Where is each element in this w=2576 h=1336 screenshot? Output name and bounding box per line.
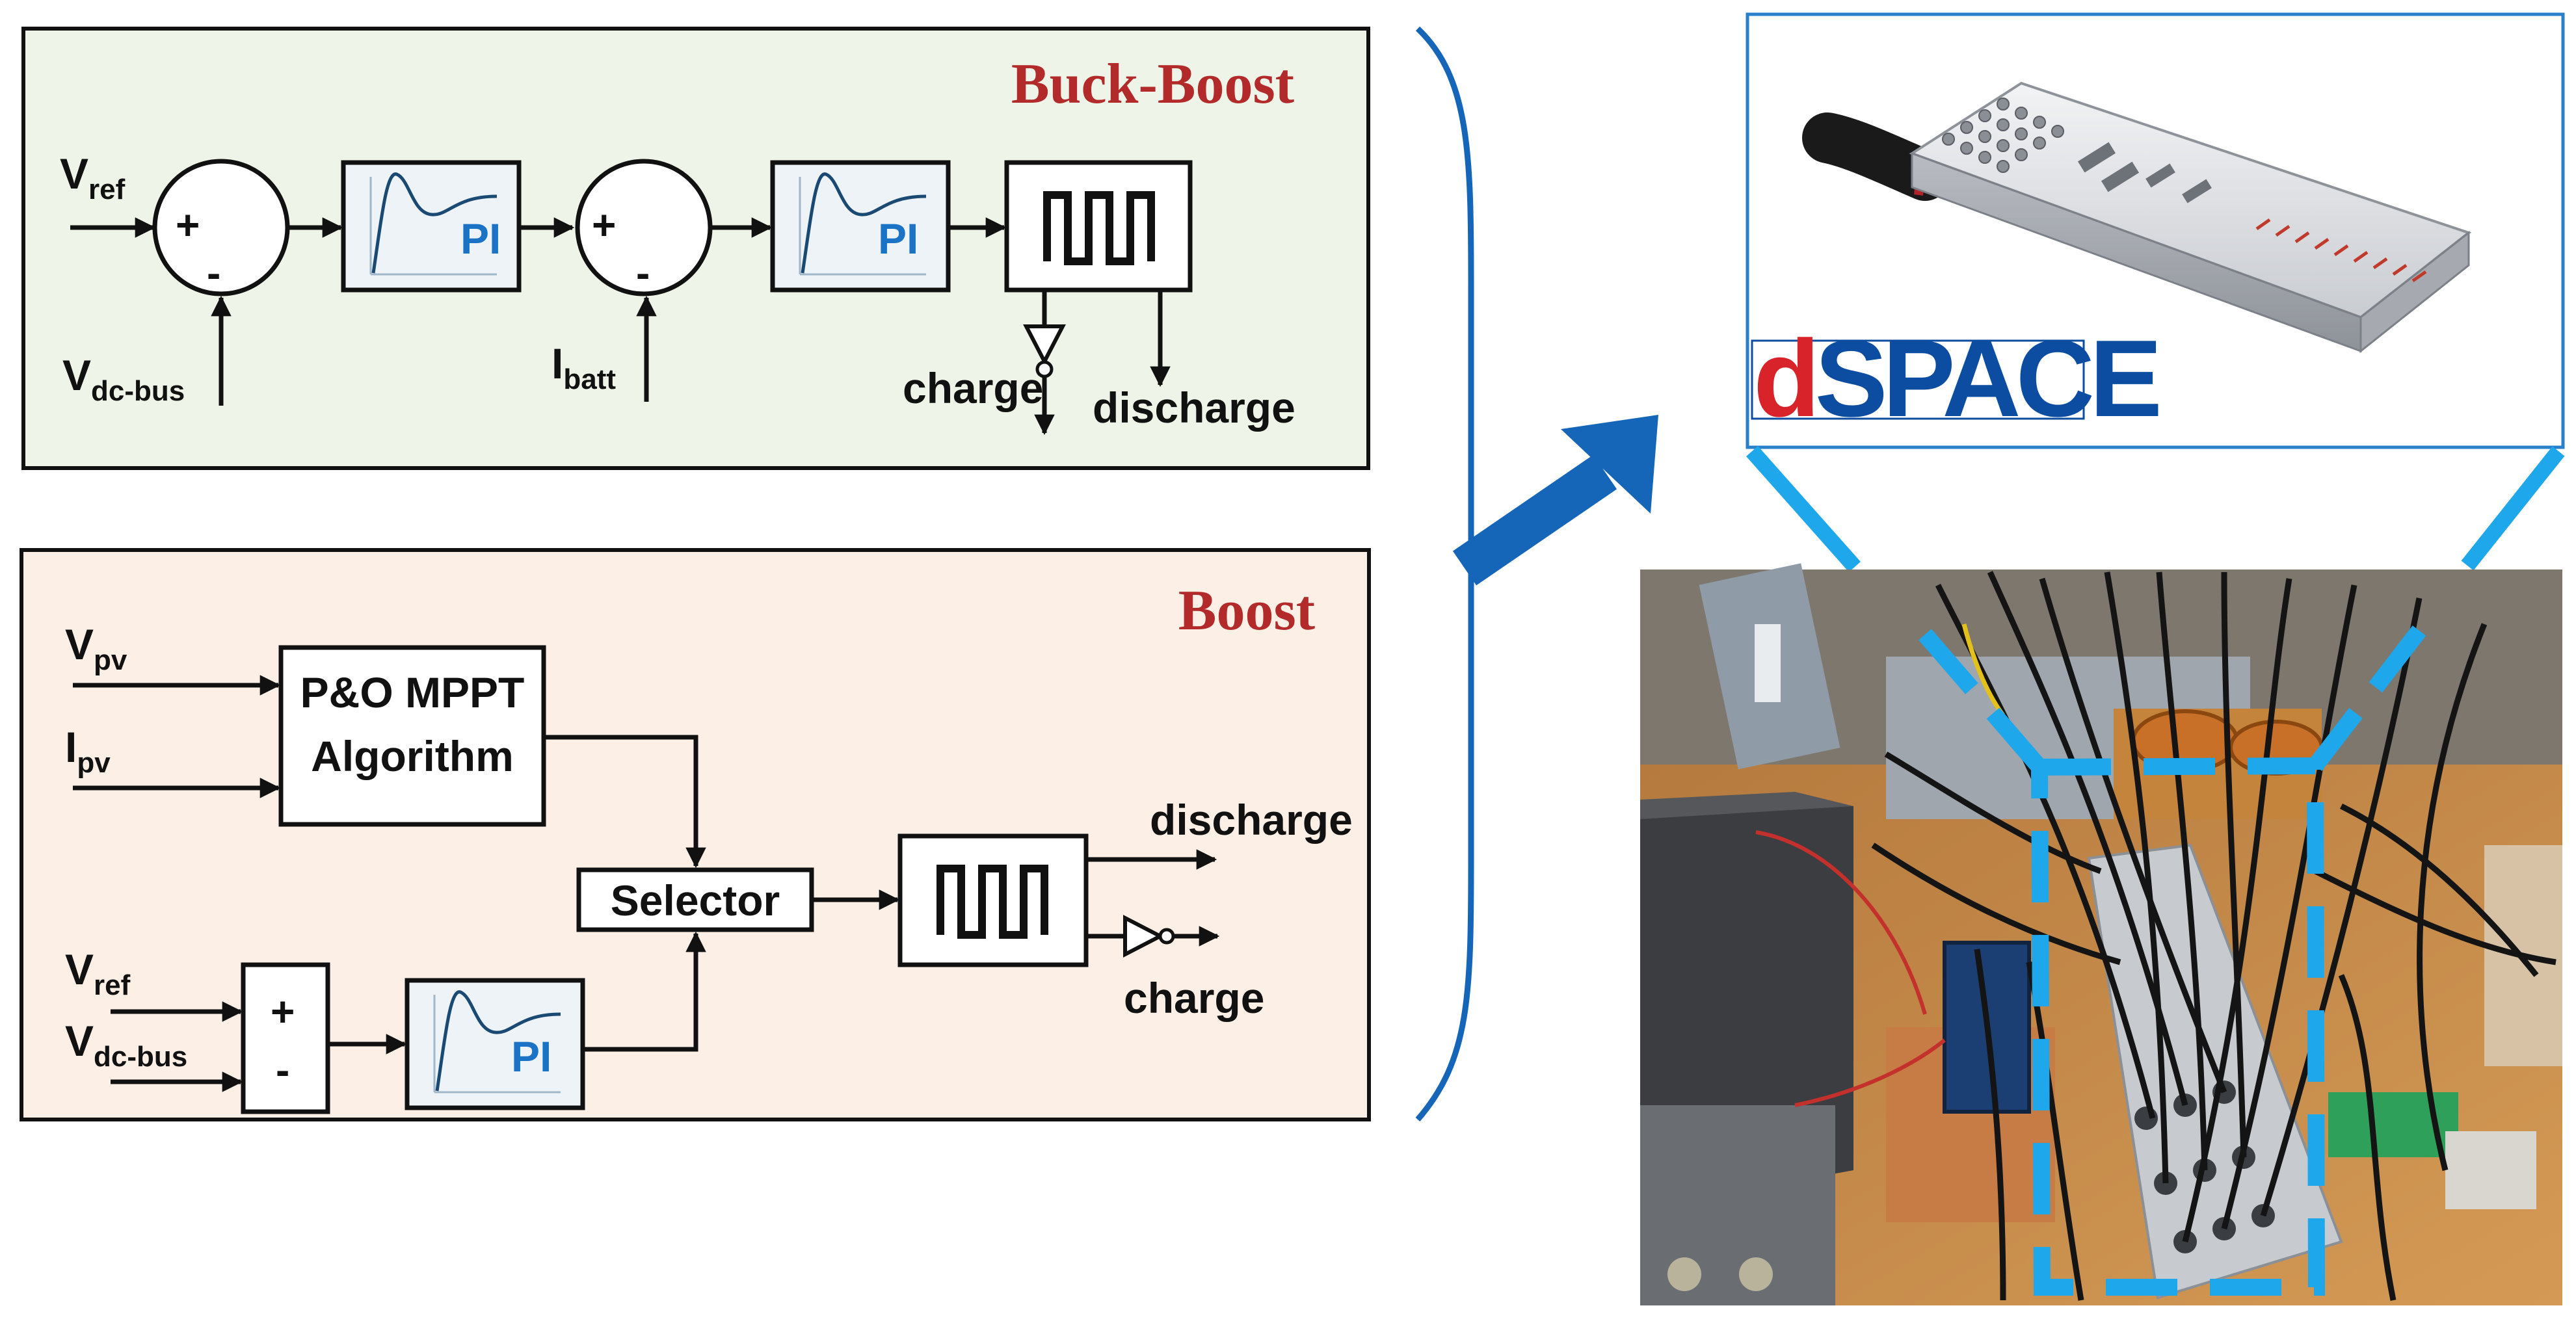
lab-setup-photo (1640, 563, 2562, 1305)
svg-text:dSPACE: dSPACE (1753, 317, 2158, 439)
bb-discharge-label: discharge (1093, 384, 1295, 432)
bb-pwm-block (1004, 160, 1193, 293)
bo-selector-block: Selector (576, 867, 814, 932)
bo-inverter (1123, 915, 1175, 958)
bo-discharge-label: discharge (1150, 796, 1353, 844)
bo-selector-label: Selector (611, 876, 780, 924)
dspace-logo: dSPACE (1751, 317, 2164, 439)
big-arrow-icon (1452, 415, 1658, 586)
bo-mppt-line1: P&O MPPT (300, 668, 525, 716)
bb-pi2-label: PI (878, 215, 918, 263)
bb-sum2-minus: - (636, 250, 650, 296)
buck-boost-title: Buck-Boost (1011, 53, 1294, 116)
boost-title: Boost (1178, 579, 1315, 642)
bo-charge-label: charge (1124, 974, 1264, 1022)
curly-brace (1415, 26, 1474, 1121)
bb-sum1-minus: - (207, 250, 220, 296)
bo-pwm-block (897, 833, 1089, 967)
bb-sum-junction-1 (152, 159, 290, 296)
bb-ibatt-label: Ibatt (551, 339, 616, 395)
buck-boost-panel: Buck-Boost Vref + - Vdc-bus PI + - Ibatt (21, 27, 1370, 470)
zoom-line-left (1746, 446, 1861, 572)
bb-sum1-plus: + (176, 202, 200, 248)
step-response-icon (435, 990, 561, 1092)
bo-pi-controller: PI (405, 978, 585, 1110)
bo-vdc-label: Vdc-bus (65, 1017, 187, 1073)
step-response-icon (801, 172, 927, 274)
dspace-logo-d: d (1753, 317, 1815, 439)
dspace-device-image: dSPACE (1746, 12, 2565, 449)
bo-summer-plus: + (271, 988, 295, 1035)
dspace-io-panel-icon (1909, 81, 2472, 354)
dspace-logo-space: SPACE (1815, 317, 2158, 439)
bo-wire-mppt-selector (544, 735, 706, 869)
pwm-square-wave-icon (936, 865, 1048, 939)
bo-summer-minus: - (276, 1047, 289, 1094)
bb-pi-controller-1: PI (341, 160, 522, 293)
bo-wire-pi-selector (583, 931, 706, 1052)
bb-pi1-label: PI (460, 215, 501, 263)
bo-mppt-line2: Algorithm (311, 732, 514, 780)
bb-vref-label: Vref (60, 150, 126, 205)
bo-ipv-label: Ipv (65, 723, 111, 779)
bb-vdc-label: Vdc-bus (62, 351, 185, 407)
pwm-square-wave-icon (1043, 191, 1155, 265)
bo-summer-block: + - (241, 962, 330, 1114)
dspace-highlight-box (2030, 757, 2326, 1296)
bb-sum2-plus: + (592, 202, 616, 248)
bo-vpv-label: Vpv (65, 620, 127, 676)
bb-charge-label: charge (903, 364, 1043, 412)
zoom-line-right (2461, 446, 2565, 571)
bo-mppt-block: P&O MPPT Algorithm (278, 645, 546, 827)
boost-panel: Boost Vpv Ipv P&O MPPT Algorithm Selecto… (20, 548, 1371, 1121)
step-response-icon (371, 172, 498, 274)
bo-vref-label: Vref (65, 945, 131, 1001)
bb-pi-controller-2: PI (770, 160, 951, 293)
bb-inverter (1023, 324, 1066, 378)
bo-pi-label: PI (511, 1032, 551, 1081)
